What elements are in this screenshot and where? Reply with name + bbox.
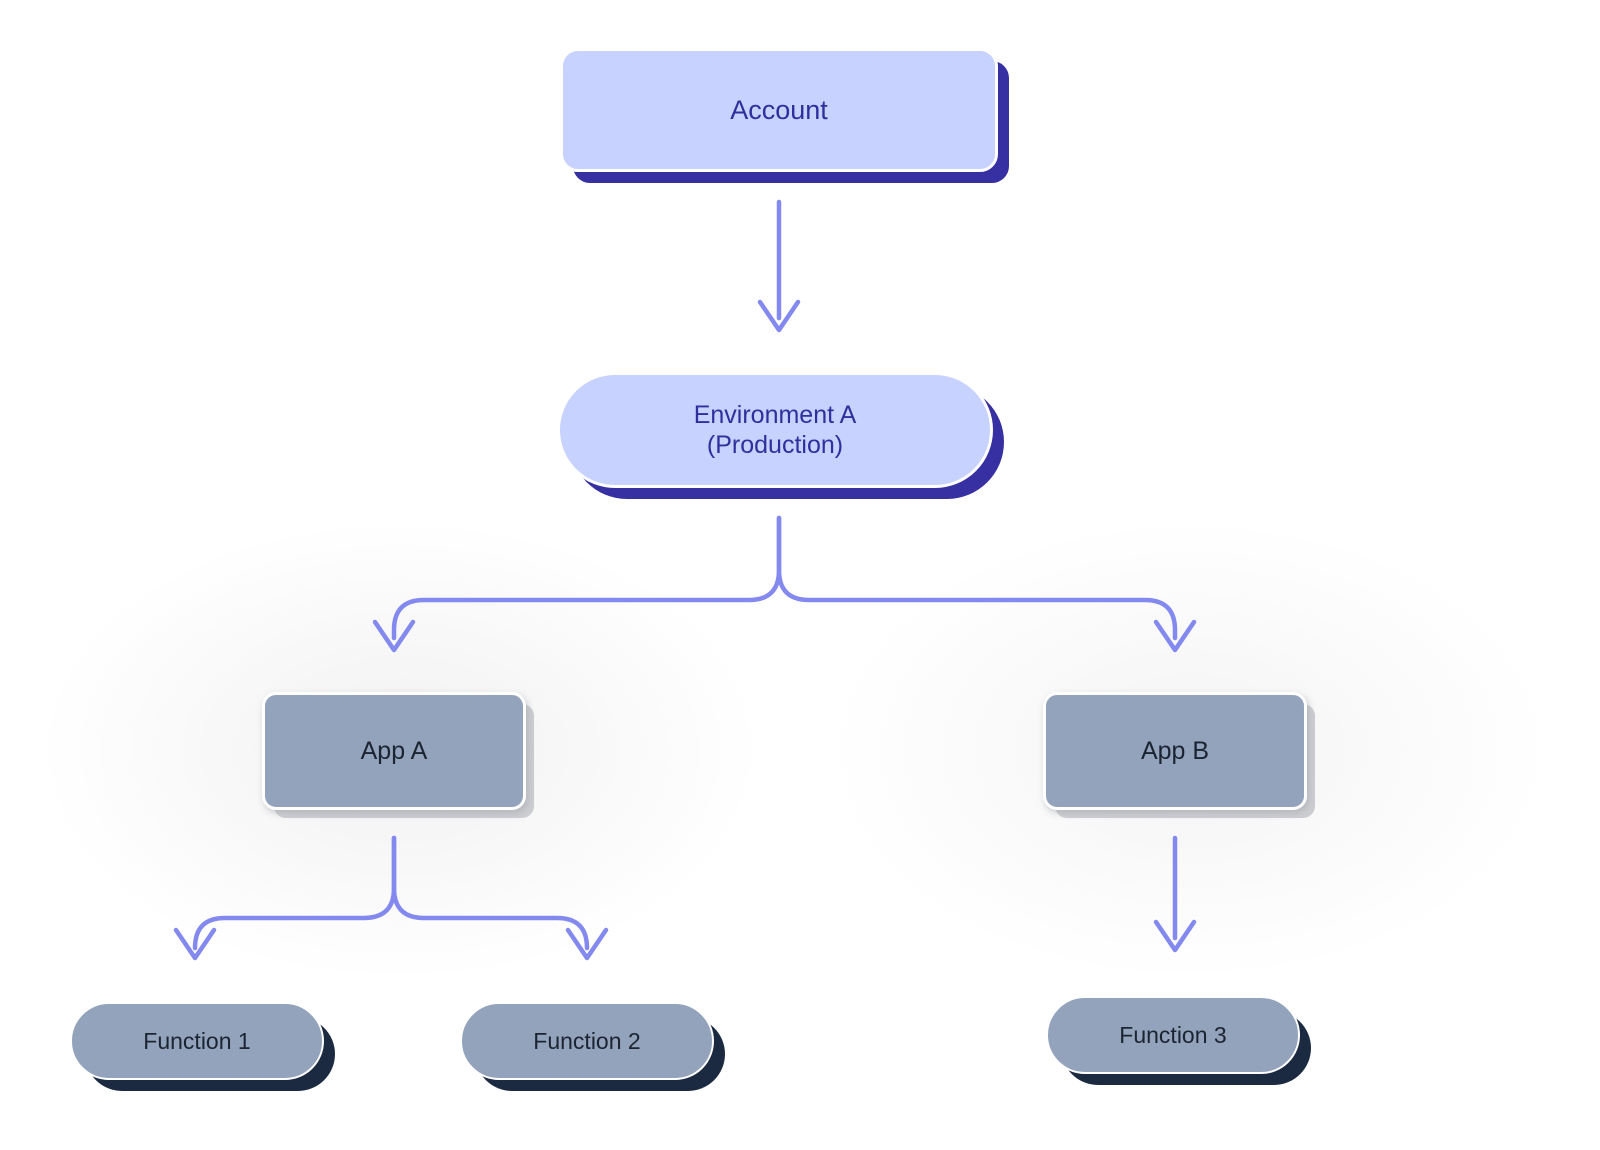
edge-app-a-to-function-1 <box>173 835 397 961</box>
node-function-2-label: Function 2 <box>533 1027 641 1054</box>
edge-environment-a-to-app-a <box>372 515 782 653</box>
node-environment-a-label: Environment A (Production) <box>693 400 857 460</box>
node-function-2[interactable]: Function 2 <box>460 1002 714 1080</box>
edge-app-a-to-function-2 <box>391 835 609 961</box>
edge-account-to-environment-a <box>757 199 801 333</box>
node-function-1-label: Function 1 <box>143 1027 251 1054</box>
node-app-a-label: App A <box>360 736 428 765</box>
node-app-b-label: App B <box>1140 736 1210 765</box>
edge-environment-a-to-app-b <box>776 515 1197 653</box>
node-function-1[interactable]: Function 1 <box>70 1002 324 1080</box>
node-app-b[interactable]: App B <box>1043 692 1307 810</box>
node-account-label: Account <box>730 94 828 125</box>
node-function-3[interactable]: Function 3 <box>1046 996 1300 1074</box>
node-app-a[interactable]: App A <box>262 692 526 810</box>
node-environment-a[interactable]: Environment A (Production) <box>557 372 993 488</box>
node-account[interactable]: Account <box>560 48 998 172</box>
node-function-3-label: Function 3 <box>1119 1021 1227 1048</box>
edge-app-b-to-function-3 <box>1153 835 1197 953</box>
